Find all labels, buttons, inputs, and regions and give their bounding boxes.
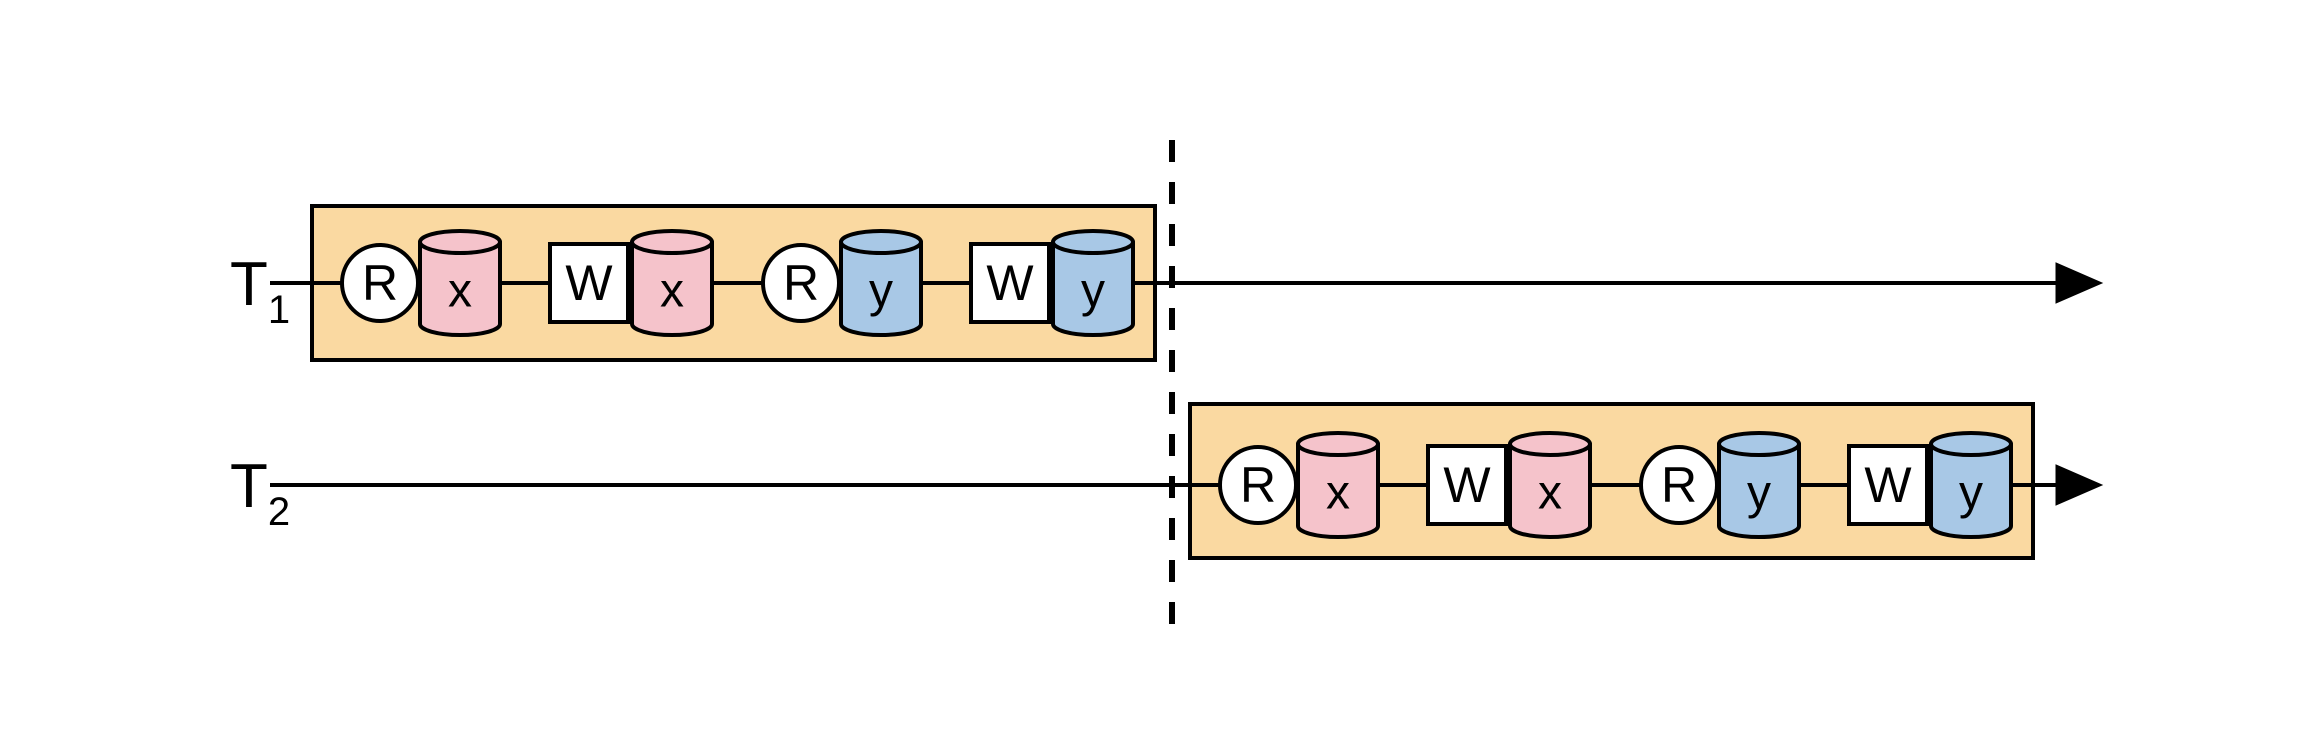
write-op-square-t2-4[interactable] (1847, 444, 1929, 526)
db-cylinder-top-t2-2[interactable] (1508, 431, 1592, 457)
operation-letter-t2-1: R (1240, 457, 1276, 513)
db-item-label-t2-4: y (1959, 467, 1983, 520)
timeline-arrowhead-t1 (2055, 262, 2104, 304)
db-item-label-t1-2: x (660, 265, 684, 318)
db-cylinder-body-t1-2[interactable] (630, 240, 714, 337)
db-cylinder-body-t1-4[interactable] (1051, 240, 1135, 337)
write-op-square-t2-2[interactable] (1426, 444, 1508, 526)
db-item-label-t1-1: x (448, 265, 472, 318)
operation-letter-t1-3: R (783, 255, 819, 311)
operation-letter-t2-4: W (1864, 457, 1912, 513)
db-cylinder-top-t1-1[interactable] (418, 229, 502, 255)
transaction-label-t1: T1 (230, 250, 290, 332)
db-item-label-t1-3: y (869, 265, 893, 318)
operation-letter-t1-2: W (565, 255, 613, 311)
operation-letter-t1-4: W (986, 255, 1034, 311)
db-cylinder-top-t1-4[interactable] (1051, 229, 1135, 255)
db-cylinder-top-t2-3[interactable] (1717, 431, 1801, 457)
operation-letter-t2-3: R (1661, 457, 1697, 513)
transaction-label-main-t1: T (230, 250, 268, 319)
db-cylinder-top-t1-3[interactable] (839, 229, 923, 255)
transaction-label-subscript-t1: 1 (268, 288, 290, 332)
db-cylinder-top-t2-1[interactable] (1296, 431, 1380, 457)
operation-letter-t2-2: W (1443, 457, 1491, 513)
db-cylinder-top-t1-2[interactable] (630, 229, 714, 255)
db-cylinder-body-t2-3[interactable] (1717, 442, 1801, 539)
write-op-square-t1-2[interactable] (548, 242, 630, 324)
db-cylinder-top-t2-4[interactable] (1929, 431, 2013, 457)
transaction-label-subscript-t2: 2 (268, 490, 290, 534)
transaction-label-main-t2: T (230, 452, 268, 521)
write-op-square-t1-4[interactable] (969, 242, 1051, 324)
operation-letter-t1-1: R (362, 255, 398, 311)
db-item-label-t2-3: y (1747, 467, 1771, 520)
db-cylinder-body-t1-1[interactable] (418, 240, 502, 337)
db-cylinder-body-t2-1[interactable] (1296, 442, 1380, 539)
db-cylinder-body-t2-4[interactable] (1929, 442, 2013, 539)
db-cylinder-body-t1-3[interactable] (839, 240, 923, 337)
db-item-label-t2-1: x (1326, 467, 1350, 520)
transaction-label-t2: T2 (230, 452, 290, 534)
db-item-label-t1-4: y (1081, 265, 1105, 318)
db-cylinder-body-t2-2[interactable] (1508, 442, 1592, 539)
db-item-label-t2-2: x (1538, 467, 1562, 520)
timeline-arrowhead-t2 (2055, 464, 2104, 506)
